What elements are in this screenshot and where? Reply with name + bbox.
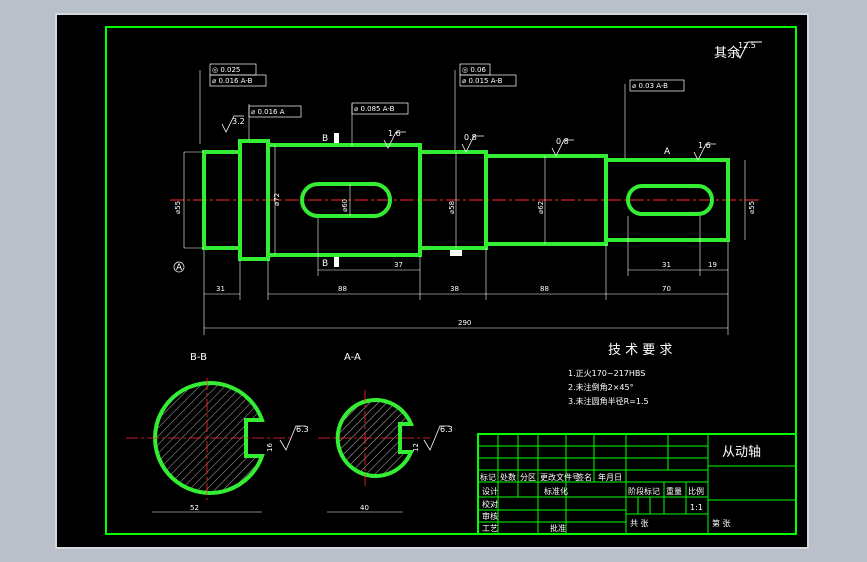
tb-header-date: 年月日 [598,472,622,482]
tb-standard: 标准化 [544,486,568,496]
dim-6: 70 [662,285,671,293]
section-a-a: A-A 40 12 6.3 [318,352,453,513]
tb-scale: 1:1 [690,503,703,512]
roughness-note-value: 12.5 [738,41,756,50]
diameter-label-5: ⌀62 [537,201,545,214]
tolerance-frame-4-line-2: ⌀ 0.015 A-B [462,77,503,85]
section-a-a-width: 40 [360,504,369,512]
roughness-note: 其余 12.5 [714,41,762,61]
diameter-labels: ⌀55 ⌀72 ⌀60 ⌀58 ⌀62 ⌀55 [174,193,756,214]
diameter-label-6: ⌀55 [748,201,756,214]
section-b-b-label: B-B [190,352,207,363]
tb-weight: 重量 [666,486,682,496]
surface-mark-1: 1.6 [388,129,401,138]
section-b-b-key: 16 [266,443,274,452]
tech-requirement-3: 3.未注圆角半径R=1.5 [568,396,649,406]
diameter-label-3: ⌀60 [341,199,349,212]
dim-3: 37 [394,261,403,269]
tolerance-frame-5-line-1: ⌀ 0.03 A-B [632,82,668,90]
section-b-b-width: 52 [190,504,199,512]
surface-mark-4: 1.6 [698,141,711,150]
section-b-b-rough: 6.3 [296,425,309,434]
tolerance-frame-4-line-1: ◎ 0.06 [462,66,486,74]
keyway-large [300,182,392,218]
tb-sheet-no: 第 张 [712,518,731,528]
tb-header-count: 处数 [500,472,516,482]
tb-sheet-total: 共 张 [630,519,649,528]
tolerance-frames: ◎ 0.025 ⌀ 0.016 A-B ⌀ 0.016 A ⌀ 0.085 A-… [209,63,685,118]
tolerance-frame-1-line-1: ◎ 0.025 [212,66,240,74]
surface-mark-2: 0.8 [464,133,477,142]
section-b-b: B-B 52 16 6.3 [126,352,309,513]
dimension-lines [183,70,746,335]
drawing-border [105,26,797,535]
tb-stage: 阶段标记 [628,486,660,496]
part-name: 从动轴 [722,445,761,460]
dim-8: 19 [708,261,717,269]
tb-header-sign: 签名 [576,472,592,482]
tolerance-frame-3-line-1: ⌀ 0.085 A-B [354,105,395,113]
title-block [477,433,797,535]
tech-requirement-1: 1.正火170~217HBS [568,369,645,378]
tb-design: 设计 [482,486,498,496]
surface-mark-5: 3.2 [232,117,245,126]
dim-2: 88 [338,285,347,293]
section-a-a-label: A-A [344,352,361,363]
surface-marks: 1.6 0.8 0.8 1.6 3.2 [221,115,716,161]
dim-5: 88 [540,285,549,293]
tech-requirements: 技 术 要 求 1.正火170~217HBS 2.未注倒角2×45° 3.未注圆… [568,343,672,406]
tb-header-doc: 更改文件号 [540,472,580,482]
tb-process: 工艺 [482,524,498,533]
diameter-label-2: ⌀72 [273,193,281,206]
datum-a-right: A [664,147,671,157]
dim-7: 31 [662,261,671,269]
datum-a-left: A [176,263,183,273]
dimension-values: 31 88 37 38 88 70 31 19 290 [216,261,717,327]
dim-4: 38 [450,285,459,293]
title-block-text: 从动轴 标记 处数 分区 更改文件号 签名 年月日 设计 标准化 阶段标记 重量… [480,445,761,533]
tb-check: 校对 [482,499,498,509]
dim-1: 31 [216,285,225,293]
roughness-note-label: 其余 [714,45,740,61]
surface-mark-3: 0.8 [556,137,569,146]
datum-b-top: B [322,134,328,144]
tech-requirements-title: 技 术 要 求 [608,343,672,358]
tolerance-frame-2-line-1: ⌀ 0.016 A [251,108,285,116]
tb-scale-label: 比例 [688,486,704,496]
tb-review: 审核 [482,511,498,521]
tb-approve: 批准 [550,523,566,533]
section-a-a-key: 12 [412,443,420,452]
diameter-label-1: ⌀55 [174,201,182,214]
datum-markers: A B B A [173,133,671,273]
tb-header-zone: 分区 [520,473,536,482]
dim-overall: 290 [458,319,471,327]
tech-requirement-2: 2.未注倒角2×45° [568,382,634,392]
section-a-a-rough: 6.3 [440,425,453,434]
tb-header-mark: 标记 [480,472,496,482]
diameter-label-4: ⌀58 [448,201,456,214]
datum-b-bottom: B [322,259,328,269]
shaft-outline [202,139,730,261]
keyway-small [626,184,714,216]
tolerance-frame-1-line-2: ⌀ 0.016 A-B [212,77,253,85]
